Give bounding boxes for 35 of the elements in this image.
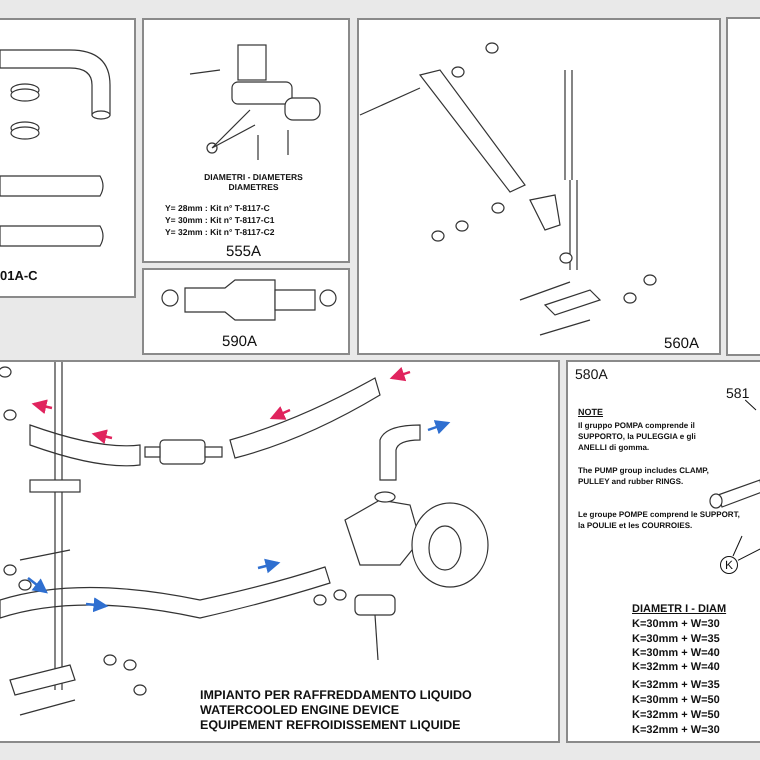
note-text: Il gruppo POMPA comprende il SUPPORTO, la PULEGGIA e gli ANELLI di gomma. (578, 421, 697, 454)
diameter-heading: DIAMETRI - DIAMETERS DIAMETRES (203, 172, 304, 192)
parts-panel (0, 360, 560, 743)
kit-spec: Y= 32mm : Kit n° T-8117-C2 (165, 227, 274, 237)
part-number: 590A (222, 333, 258, 350)
note-text: Le groupe POMPE comprend le SUPPORT, la POULIE et les COURROIES. (578, 510, 741, 532)
part-number: 560A (664, 335, 700, 352)
leader-line (744, 400, 756, 410)
part-number: 555A (226, 243, 262, 260)
note-heading: NOTE (578, 407, 604, 417)
part-number: 580A (575, 366, 608, 382)
parts-panel (357, 18, 721, 355)
parts-panel (0, 18, 136, 298)
table-row: K=32mm + W=30 (632, 724, 720, 736)
table-row: K=32mm + W=50 (632, 709, 720, 721)
parts-panel (142, 268, 350, 355)
table-row: K=30mm + W=40 (632, 647, 720, 659)
kit-spec: Y= 28mm : Kit n° T-8117-C (165, 203, 270, 213)
table-row: K=30mm + W=30 (632, 618, 720, 630)
table-row: K=30mm + W=50 (632, 694, 720, 706)
part-number: 01A-C (0, 268, 38, 283)
parts-panel (142, 18, 350, 263)
table-row: K=30mm + W=35 (632, 633, 720, 645)
assembly-title: EQUIPEMENT REFROIDISSEMENT LIQUIDE (200, 718, 460, 732)
leader-line (732, 536, 742, 556)
note-text: The PUMP group includes CLAMP, PULLEY and rubber RINGS. (578, 466, 710, 488)
table-heading: DIAMETR I - DIAM (632, 603, 726, 615)
part-number: 581 (726, 386, 750, 400)
parts-panel (566, 360, 760, 743)
kit-spec: Y= 30mm : Kit n° T-8117-C1 (165, 215, 274, 225)
leader-line (738, 548, 760, 561)
table-row: K=32mm + W=40 (632, 661, 720, 673)
assembly-title: WATERCOOLED ENGINE DEVICE (200, 703, 400, 717)
table-row: K=32mm + W=35 (632, 679, 720, 691)
assembly-title: IMPIANTO PER RAFFREDDAMENTO LIQUIDO (200, 688, 472, 702)
